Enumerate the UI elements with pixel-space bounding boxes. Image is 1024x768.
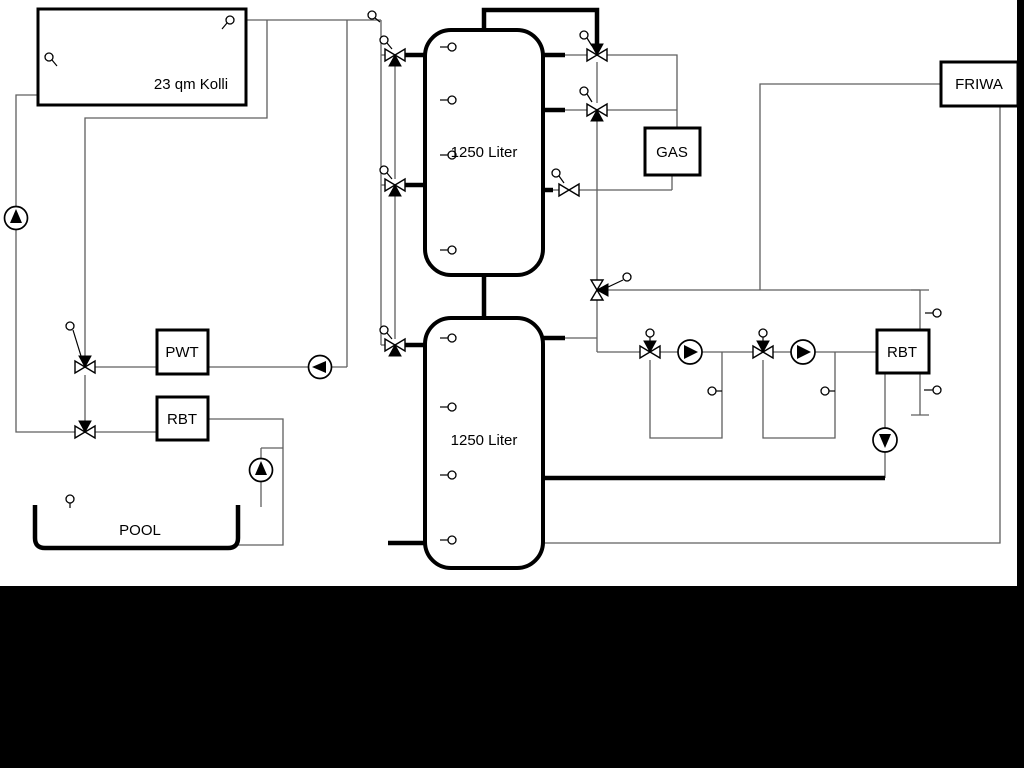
pool-pump-icon bbox=[248, 457, 274, 483]
pumps bbox=[3, 205, 898, 483]
valve-actuator-icon bbox=[65, 321, 75, 331]
pwt-box bbox=[155, 328, 210, 376]
buffer-tank-top bbox=[423, 28, 545, 277]
valve-actuator-icon bbox=[579, 86, 589, 96]
pipe-segment bbox=[759, 83, 941, 290]
temperature-sensor-icon bbox=[44, 52, 54, 62]
pipe-network bbox=[15, 19, 1001, 546]
temperature-sensor-icon bbox=[447, 333, 457, 343]
pipe-thick-top-header bbox=[481, 7, 600, 44]
black-mask-right-edge bbox=[1017, 0, 1024, 586]
pool-label: POOL bbox=[119, 522, 161, 539]
gas-label: GAS bbox=[656, 144, 688, 161]
circuit2-pump-icon bbox=[790, 339, 816, 365]
temperature-sensor-icon bbox=[932, 385, 942, 395]
pipe-segment bbox=[543, 106, 1001, 544]
pipe-network-thick bbox=[388, 7, 885, 546]
valve-actuator-icon bbox=[622, 272, 632, 282]
black-mask-bottom bbox=[0, 586, 1024, 768]
friwa-label: FRIWA bbox=[955, 76, 1003, 93]
valve-actuator-icon bbox=[379, 165, 389, 175]
temperature-sensor-icon bbox=[447, 402, 457, 412]
pwt-label: PWT bbox=[165, 344, 198, 361]
tank-top-label: 1250 Liter bbox=[451, 144, 518, 161]
tank-bottom-label: 1250 Liter bbox=[451, 432, 518, 449]
valve-actuator-icon bbox=[551, 168, 561, 178]
rbt-right-label: RBT bbox=[887, 344, 917, 361]
circuit1-pump-icon bbox=[677, 339, 703, 365]
valve-actuator-icon bbox=[758, 328, 768, 338]
temperature-sensor-icon bbox=[820, 386, 830, 396]
temperature-sensor-icon bbox=[447, 150, 457, 160]
pipe-segment bbox=[15, 94, 75, 433]
temperature-sensor-icon bbox=[447, 535, 457, 545]
friwa-box bbox=[939, 60, 1020, 108]
temperature-sensor-icon bbox=[447, 470, 457, 480]
valves bbox=[65, 30, 774, 439]
temperature-sensor-icon bbox=[447, 245, 457, 255]
rbt-right-box bbox=[875, 328, 931, 375]
valve-actuator-icon bbox=[579, 30, 589, 40]
gas-boiler-box bbox=[643, 126, 702, 177]
pipe-segment bbox=[762, 352, 836, 439]
temperature-sensor-icon bbox=[225, 15, 235, 25]
pipe-segment bbox=[649, 352, 723, 439]
temperature-sensor-icon bbox=[447, 95, 457, 105]
pipe-segment bbox=[208, 418, 284, 546]
pool-temperature-sensor-icon bbox=[65, 494, 75, 504]
sensors bbox=[44, 10, 942, 545]
temperature-sensor-icon bbox=[367, 10, 377, 20]
pool-basin bbox=[32, 505, 241, 551]
temperature-sensor-icon bbox=[707, 386, 717, 396]
rbt-right-pump-icon bbox=[872, 427, 898, 453]
solar-collector-box bbox=[36, 7, 248, 107]
valve-actuator-icon bbox=[379, 325, 389, 335]
solar-pump-icon bbox=[3, 205, 29, 231]
pipe-segment bbox=[84, 20, 268, 359]
rbt-left-box bbox=[155, 395, 210, 442]
pwt-pump-icon bbox=[307, 354, 333, 380]
pipe-segment bbox=[607, 54, 678, 110]
collector-label: 23 qm Kolli bbox=[154, 76, 228, 93]
valve-actuator-icon bbox=[645, 328, 655, 338]
rbt-left-label: RBT bbox=[167, 411, 197, 428]
valve-actuator-icon bbox=[379, 35, 389, 45]
buffer-tank-bottom bbox=[423, 316, 545, 570]
temperature-sensor-icon bbox=[932, 308, 942, 318]
temperature-sensor-icon bbox=[447, 42, 457, 52]
